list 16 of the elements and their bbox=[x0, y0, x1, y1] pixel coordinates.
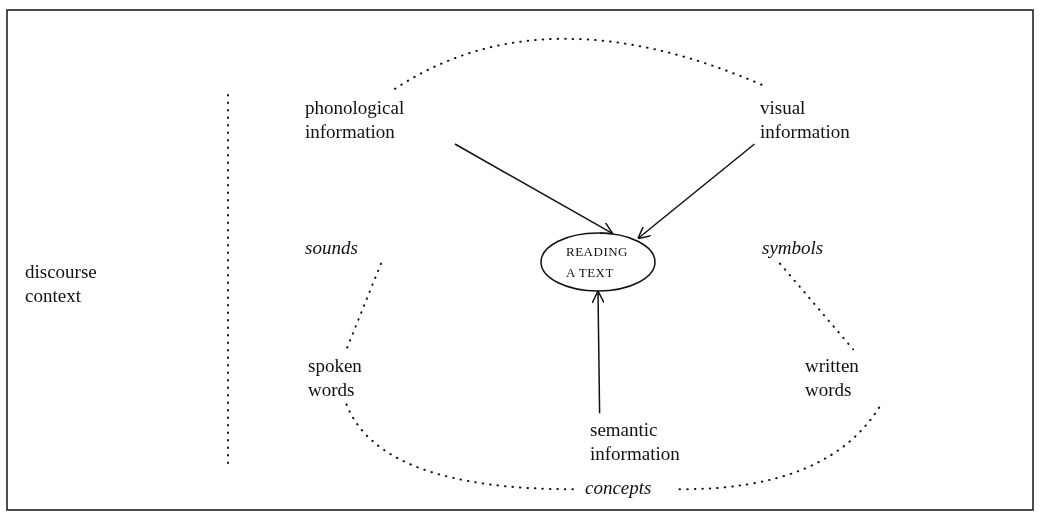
information-label: semantic information bbox=[590, 418, 710, 466]
category-label: symbols bbox=[762, 236, 852, 260]
category-label: sounds bbox=[305, 236, 385, 260]
words-label: spoken words bbox=[308, 354, 378, 402]
information-label: visual information bbox=[760, 96, 870, 144]
arrow bbox=[454, 143, 614, 235]
category-label: concepts bbox=[585, 476, 675, 500]
information-label: phonological information bbox=[305, 96, 455, 144]
arrow bbox=[637, 143, 756, 240]
dotted-line bbox=[345, 262, 382, 351]
words-label: written words bbox=[805, 354, 885, 402]
context-label: discourse context bbox=[25, 260, 98, 308]
dotted-line bbox=[779, 262, 854, 351]
dotted-line bbox=[345, 403, 577, 491]
node-text: READING A TEXT bbox=[566, 243, 629, 282]
arrow bbox=[591, 290, 605, 414]
